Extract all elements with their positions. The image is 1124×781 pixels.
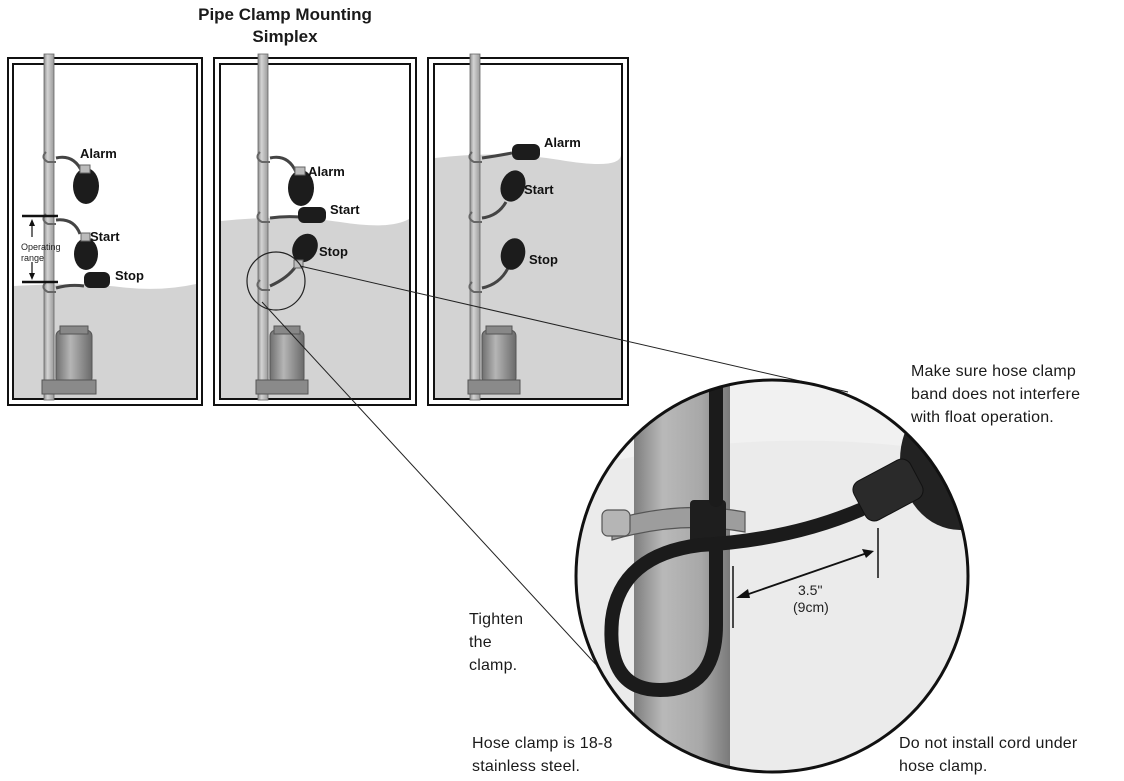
start-label-3: Start xyxy=(524,182,554,197)
detail-callout-circle xyxy=(246,251,306,311)
float-connector xyxy=(852,458,924,522)
dimension-inches: 3.5" xyxy=(798,582,822,598)
alarm-float-3 xyxy=(468,144,540,163)
discharge-pipe-3 xyxy=(469,53,481,401)
tank-panel-2: Alarm Start Stop xyxy=(213,53,417,406)
pump-3 xyxy=(467,325,521,395)
tank-panel-3: Alarm Start Stop xyxy=(427,53,629,406)
hose-clamp-screw xyxy=(601,509,631,537)
note-no-cord-under: Do not install cord under hose clamp. xyxy=(899,732,1077,778)
start-label-1: Start xyxy=(90,229,120,244)
alarm-label-1: Alarm xyxy=(80,146,117,161)
note-no-cord-line1: Do not install cord under xyxy=(899,735,1078,752)
stop-float-2 xyxy=(256,233,318,291)
water-level-1 xyxy=(14,284,196,398)
alarm-float-1 xyxy=(42,151,99,204)
note-hose-material-line1: Hose clamp is 18-8 xyxy=(472,735,613,752)
pump-2 xyxy=(255,325,309,395)
note-hose-band-line3: with float operation. xyxy=(911,409,1054,426)
zoom-leader-line-upper xyxy=(299,265,849,393)
note-hose-band: Make sure hose clamp band does not inter… xyxy=(911,360,1080,429)
note-hose-band-line2: band does not interfere xyxy=(911,386,1081,403)
dimension-cm: (9cm) xyxy=(793,599,829,615)
zoom-leader-line-lower xyxy=(261,301,613,683)
start-label-2: Start xyxy=(330,202,360,217)
alarm-label-2: Alarm xyxy=(308,164,345,179)
discharge-pipe-2 xyxy=(257,53,269,401)
stop-label-3: Stop xyxy=(529,252,558,267)
note-tighten-line2: the xyxy=(469,634,492,651)
stop-label-2: Stop xyxy=(319,244,348,259)
note-tighten-line3: clamp. xyxy=(469,657,518,674)
title-line-1: Pipe Clamp Mounting xyxy=(198,5,372,24)
dimension-line xyxy=(739,551,871,598)
start-float-1 xyxy=(42,213,98,270)
float-cord xyxy=(604,380,867,698)
stop-float-3 xyxy=(468,238,526,293)
note-hose-band-line1: Make sure hose clamp xyxy=(911,363,1076,380)
operating-range-label-2: range xyxy=(21,253,44,263)
stop-float-1 xyxy=(42,272,110,293)
note-no-cord-line2: hose clamp. xyxy=(899,758,988,775)
alarm-float-2 xyxy=(256,151,314,206)
pump-1 xyxy=(41,325,97,395)
operating-range-label-1: Operating xyxy=(21,242,61,252)
start-float-2 xyxy=(256,207,326,223)
note-hose-material-line2: stainless steel. xyxy=(472,758,581,775)
stop-label-1: Stop xyxy=(115,268,144,283)
title-line-2: Simplex xyxy=(252,27,318,46)
clamp-detail-zoom: 3.5" (9cm) xyxy=(574,378,970,774)
start-float-3 xyxy=(468,170,526,223)
alarm-label-3: Alarm xyxy=(544,135,581,150)
note-hose-material: Hose clamp is 18-8 stainless steel. xyxy=(472,732,613,778)
tank-panel-1: Operating range Alarm Start Stop xyxy=(7,53,203,406)
note-tighten-line1: Tighten xyxy=(469,611,524,628)
operating-range-marker: Operating range xyxy=(21,214,61,284)
note-tighten-clamp: Tighten the clamp. xyxy=(469,608,523,677)
diagram-title: Pipe Clamp Mounting Simplex xyxy=(170,4,400,48)
discharge-pipe-1 xyxy=(43,53,55,401)
